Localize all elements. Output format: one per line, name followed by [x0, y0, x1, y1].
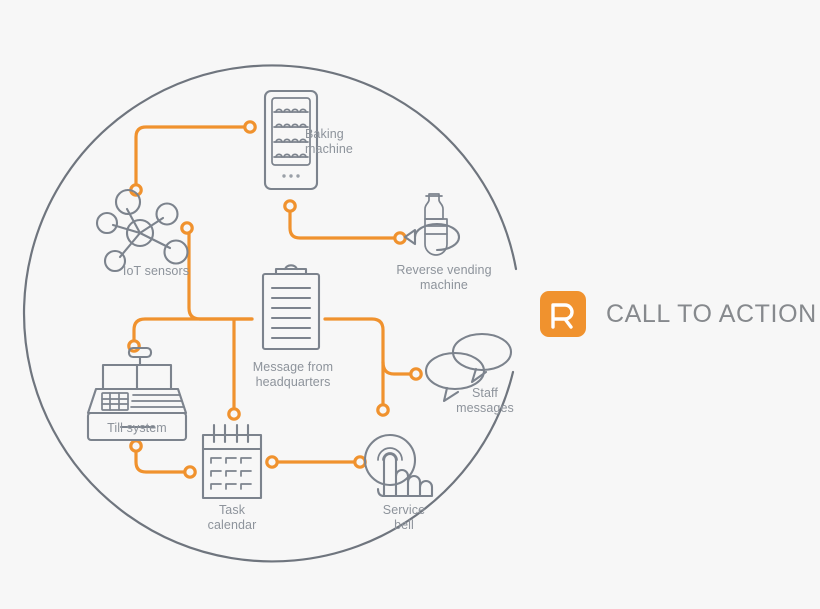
clipboard-icon: [261, 264, 321, 351]
connector-dot-calendar-left: [183, 465, 197, 479]
connector-dot-baking-bottom: [283, 199, 297, 213]
connector-dot-baking-left: [243, 120, 257, 134]
connector-dot-reverse-vending: [393, 231, 407, 245]
brand-logo-icon[interactable]: [540, 291, 586, 337]
iot-sensors-icon: [95, 188, 189, 273]
calendar-icon: [201, 423, 263, 500]
speech-bubbles-icon: [424, 332, 513, 403]
logo-r-glyph: [551, 303, 574, 329]
call-to-action[interactable]: CALL TO ACTION: [540, 291, 817, 337]
service-bell-icon: [363, 433, 434, 498]
reverse-vending-machine-icon: [403, 193, 461, 256]
cash-register-icon: [86, 346, 188, 442]
connector-dot-calendar-top: [227, 407, 241, 421]
connector-dot-calendar-right: [265, 455, 279, 469]
connector-dot-bell-left: [353, 455, 367, 469]
call-to-action-label[interactable]: CALL TO ACTION: [606, 299, 817, 328]
connector-dot-bell-top: [376, 403, 390, 417]
connector-dot-staff-messages: [409, 367, 423, 381]
connector-dot-till-bottom: [129, 439, 143, 453]
connector-dot-iot-right: [180, 221, 194, 235]
outer-circle-arc: [22, 64, 518, 563]
connector-lines: [127, 120, 423, 479]
baking-machine-icon: [263, 89, 319, 191]
